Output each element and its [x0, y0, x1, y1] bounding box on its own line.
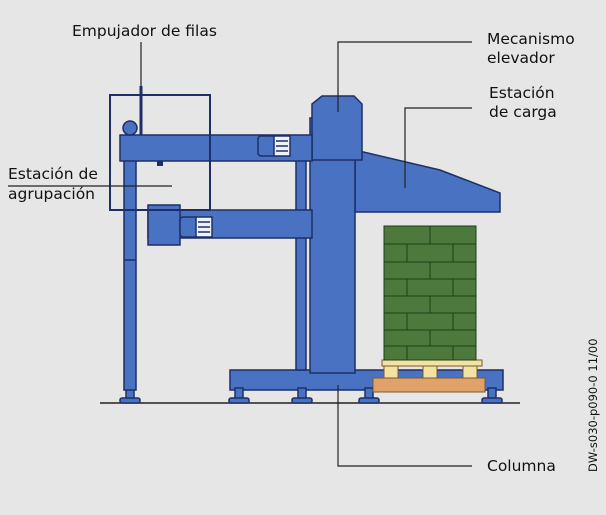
middle-leg — [295, 159, 307, 371]
upper-motor — [257, 135, 291, 157]
label-load-2: de carga — [489, 103, 557, 121]
grouping-station-frame — [109, 94, 211, 211]
label-load-1: Estación — [489, 84, 555, 102]
leader-column — [337, 385, 472, 467]
label-lift-1: Mecanismo — [487, 30, 575, 48]
label-column: Columna — [487, 457, 556, 475]
figure-code: DW-s030-p090-0 11/00 — [586, 338, 600, 472]
roller — [122, 120, 138, 136]
stacked-load — [383, 225, 477, 361]
leader-lift — [337, 41, 472, 112]
label-group-2: agrupación — [8, 185, 95, 203]
label-group-1: Estación de — [8, 165, 98, 183]
lift-mechanism — [311, 95, 363, 161]
leader-lines — [8, 41, 472, 467]
left-leg — [123, 159, 137, 391]
pallet — [372, 359, 486, 393]
leader-load — [404, 107, 472, 188]
machine-feet — [119, 387, 503, 404]
pallet-base — [372, 377, 486, 393]
label-row-pusher: Empujador de filas — [72, 22, 217, 40]
pallet-top — [381, 359, 483, 367]
lower-motor — [179, 216, 213, 238]
label-lift-2: elevador — [487, 49, 555, 67]
